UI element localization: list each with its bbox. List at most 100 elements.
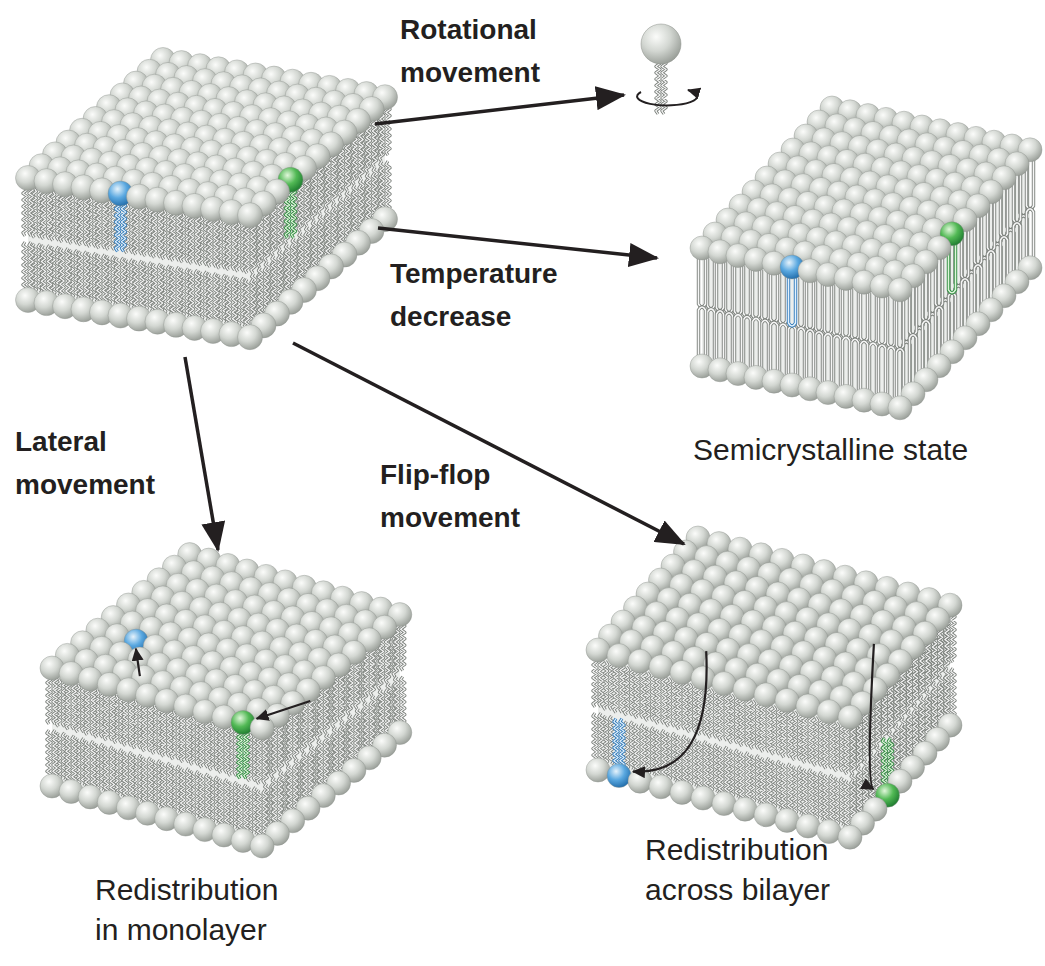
lipid-tail (932, 682, 936, 731)
lipid-tail (876, 698, 880, 747)
lipid-tail (251, 224, 255, 273)
lipid-tail (395, 677, 399, 725)
lipid-tail (272, 777, 276, 825)
lipid-tail (195, 215, 199, 264)
membrane-blocks (16, 48, 1043, 859)
lipid-tail (863, 712, 867, 761)
lipid-tail (677, 681, 681, 730)
lipid-tail (857, 766, 861, 815)
lipid-tail (272, 777, 276, 825)
lipid-tail (47, 245, 51, 294)
lipid-tail (725, 692, 729, 741)
lipid-head (628, 649, 652, 673)
lipid-tail (845, 726, 849, 775)
lipid-tail (258, 267, 262, 316)
lipid-tail (683, 681, 687, 730)
lipid-tail (167, 763, 171, 811)
lipid-tail (767, 703, 771, 752)
lipid-tail (699, 307, 706, 358)
lipid-tail (134, 261, 138, 310)
lipid-tail (744, 317, 751, 368)
lipid-tail (177, 212, 181, 261)
lipid-tail (115, 202, 119, 251)
lipid-tail (60, 248, 64, 297)
lipid-tail (41, 245, 45, 294)
lipid-tail (599, 713, 603, 762)
lipid-tail (104, 693, 108, 741)
lipid-head (754, 803, 778, 827)
lipid-tail (294, 711, 298, 759)
lipid-tail (635, 724, 639, 773)
lipid-tail (825, 334, 832, 385)
lipid-tail (121, 202, 125, 251)
lipid-tail (129, 698, 133, 746)
lipid-tail (238, 731, 242, 779)
lipid-tail (148, 757, 152, 805)
lipid-head (586, 638, 610, 662)
lipid-tail (189, 270, 193, 319)
lipid-tail (245, 224, 249, 273)
lipid-tail (888, 347, 895, 398)
lipid-tail (66, 193, 70, 242)
lipid-tail (895, 724, 899, 773)
lipid-head (888, 396, 912, 420)
lipid-tail (214, 273, 218, 322)
lipid-tail (219, 779, 223, 827)
lipid-tail (324, 686, 328, 734)
lipid-tail (206, 720, 210, 768)
lipid-tail (214, 218, 218, 267)
lipid-tail (876, 698, 880, 747)
lipid-tail (326, 208, 330, 257)
lipid-tail (318, 165, 322, 214)
lipid-tail (263, 736, 267, 784)
lipid-tail (245, 279, 249, 328)
lipid-tail (78, 251, 82, 300)
lipid-head (250, 716, 274, 740)
lipid-tail (158, 264, 162, 313)
lipid-tail (726, 313, 733, 364)
membrane-top (702, 108, 1030, 290)
lipid-tail (683, 681, 687, 730)
membrane-top (28, 60, 385, 215)
lipid-tail (662, 730, 666, 779)
lipid-tail (385, 636, 389, 684)
lipid-tail (704, 741, 708, 790)
lipid-tail (171, 267, 175, 316)
lipid-tail (60, 193, 64, 242)
lipid-tail (232, 276, 236, 325)
lipid-head (691, 666, 715, 690)
lipid-tail (123, 698, 127, 746)
lipid-tail (41, 190, 45, 239)
lipid-tail (66, 682, 70, 730)
lipid-tail (888, 296, 895, 347)
lipid-tail (882, 738, 886, 787)
lipid-tail (735, 315, 742, 366)
lipid-tail (753, 268, 760, 319)
lipid-tail (825, 283, 832, 334)
lipid-tail (861, 291, 868, 342)
lipid-tail (263, 736, 267, 784)
lipid-tail (66, 736, 70, 784)
lipid-tail (110, 693, 114, 741)
lipid-tail (662, 675, 666, 724)
lipid-tail (232, 221, 236, 270)
lipid-tail (395, 677, 399, 725)
lipid-tail (852, 289, 859, 340)
lipid-tail (699, 256, 706, 307)
lipid-tail (195, 270, 199, 319)
lipid-tail (161, 709, 165, 757)
lipid-tail (740, 698, 744, 747)
membrane-block (690, 96, 1042, 420)
lipid-tail (60, 193, 64, 242)
lipid-tail (704, 741, 708, 790)
lipid-tail (370, 648, 374, 696)
lipid-tail (907, 710, 911, 759)
lipid-head (607, 644, 631, 668)
lipid-tail (746, 698, 750, 747)
lipid-tail (380, 161, 384, 210)
lipid-tail (726, 313, 733, 364)
lipid-tail (171, 267, 175, 316)
lipid-tail (824, 775, 828, 824)
lipid-tail (167, 709, 171, 757)
lipid-head (670, 780, 694, 804)
